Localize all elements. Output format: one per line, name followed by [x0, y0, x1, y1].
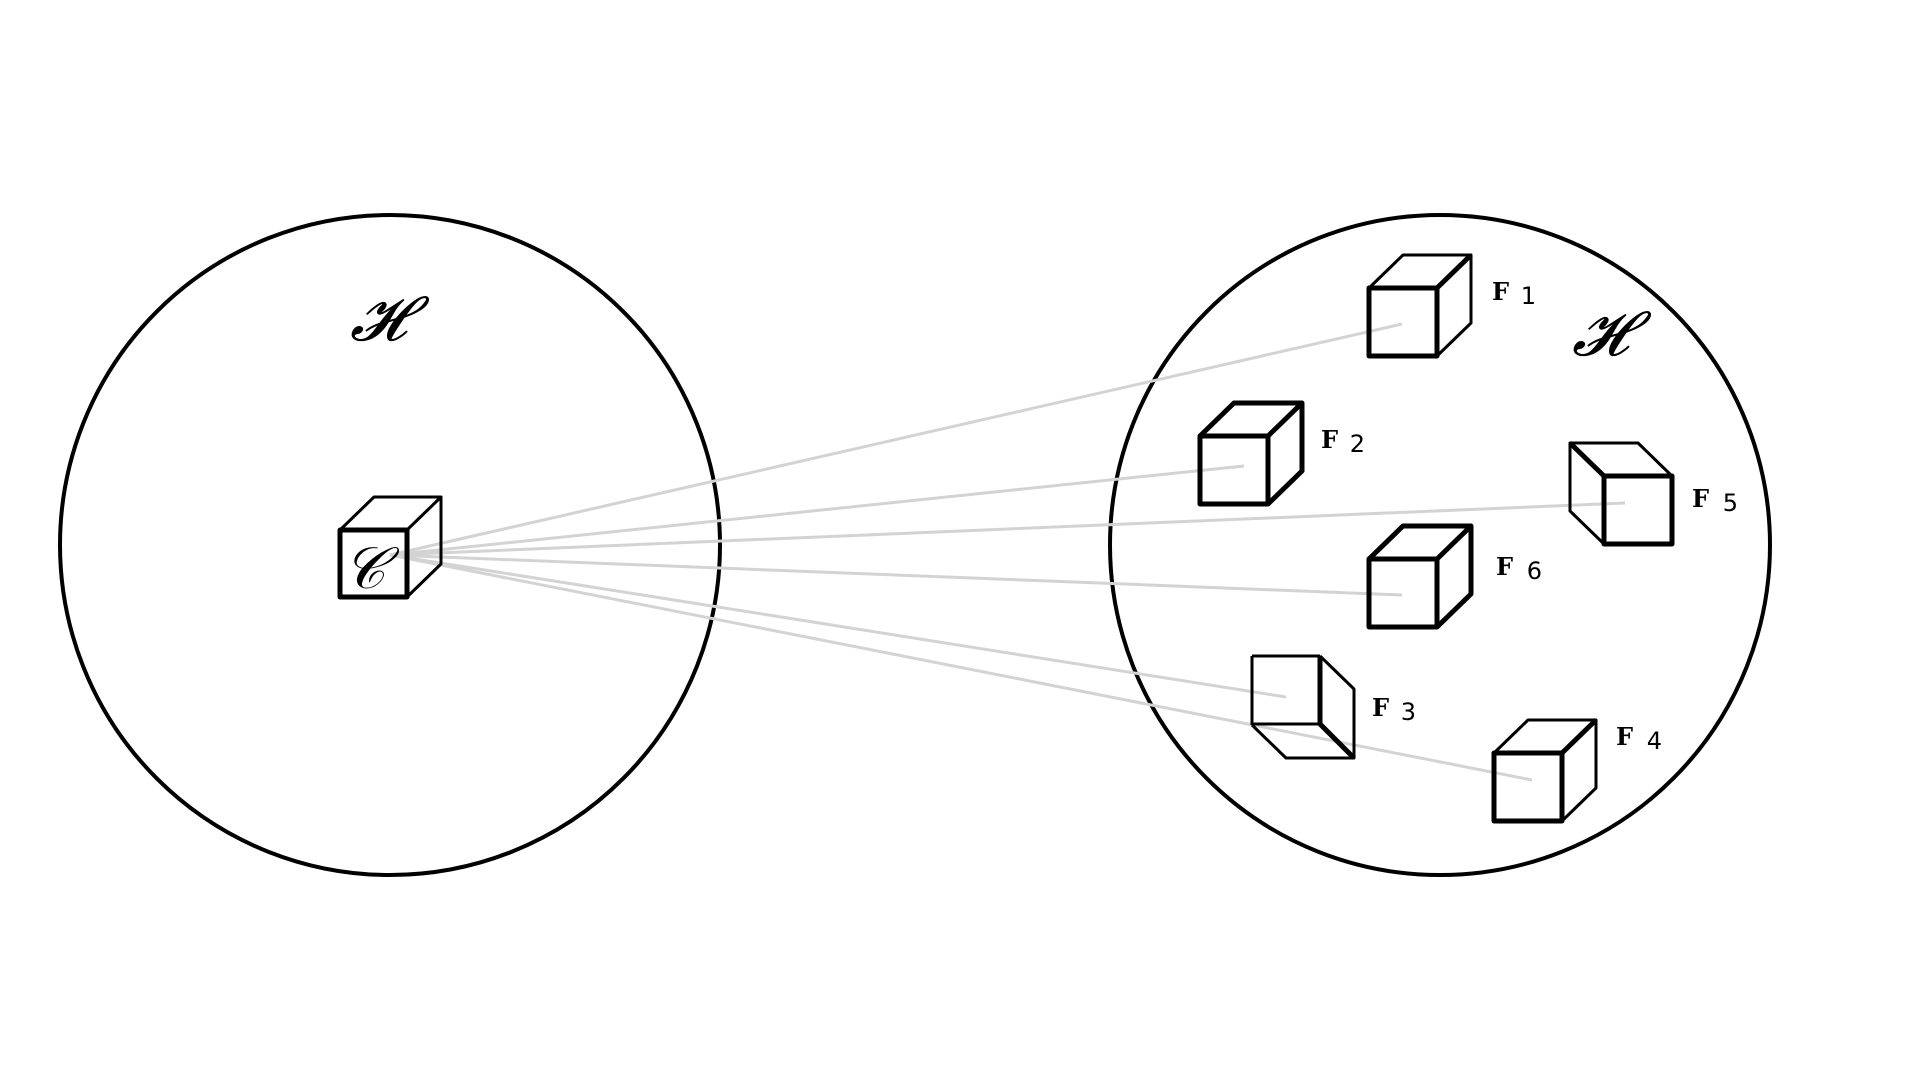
- connector-lines: [389, 322, 1626, 782]
- connector-f3: [389, 553, 1287, 699]
- connector-f4: [389, 553, 1533, 782]
- label-f1: F 1: [1492, 277, 1536, 310]
- label-f3: F 3: [1372, 693, 1416, 726]
- left-space-label: 𝓗: [350, 282, 430, 355]
- label-f4: F 4: [1616, 722, 1662, 755]
- cube-f3: [1250, 654, 1356, 760]
- cube-f5: [1568, 441, 1675, 547]
- cube-c-label: 𝒞: [343, 534, 400, 602]
- connector-f6: [389, 553, 1403, 597]
- label-f6: F 6: [1496, 552, 1542, 585]
- left-space-circle: [58, 213, 722, 877]
- cube-c: 𝒞: [337, 495, 443, 602]
- cube-f6: [1366, 523, 1474, 630]
- label-f5: F 5: [1692, 484, 1738, 517]
- right-space-circle: [1108, 213, 1772, 877]
- label-f2: F 2: [1321, 425, 1365, 458]
- cube-f1: [1366, 253, 1473, 359]
- cube-f2: [1197, 400, 1305, 507]
- connector-f5: [389, 501, 1626, 557]
- connector-f2: [389, 464, 1245, 557]
- cube-f4: [1491, 718, 1598, 824]
- connector-f1: [389, 322, 1403, 557]
- right-space-label: 𝓗: [1572, 297, 1652, 370]
